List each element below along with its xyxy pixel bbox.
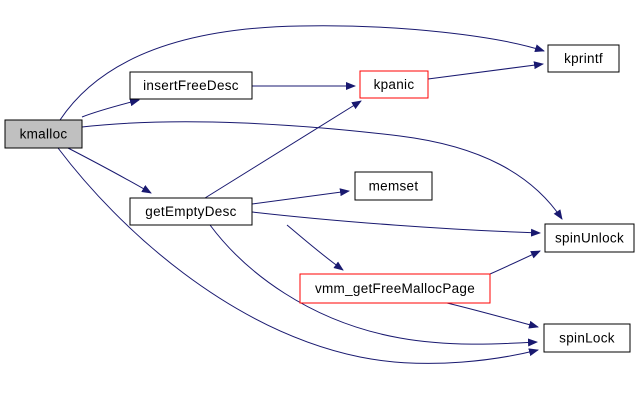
edge-getEmptyDesc-to-vmm_getFreeMallocPage bbox=[286, 224, 344, 271]
node-label-spinLock: spinLock bbox=[559, 331, 615, 346]
node-label-kmalloc: kmalloc bbox=[20, 127, 68, 142]
node-vmm_getFreeMallocPage[interactable]: vmm_getFreeMallocPage bbox=[299, 273, 491, 304]
node-spinUnlock[interactable]: spinUnlock bbox=[544, 223, 635, 253]
node-kmalloc: kmalloc bbox=[4, 119, 83, 149]
node-box-kprintf[interactable] bbox=[547, 44, 620, 73]
node-spinLock[interactable]: spinLock bbox=[543, 323, 631, 353]
node-box-spinUnlock[interactable] bbox=[544, 223, 635, 253]
node-label-memset: memset bbox=[369, 179, 419, 194]
edge-kpanic-to-kprintf bbox=[427, 61, 544, 80]
node-memset[interactable]: memset bbox=[354, 171, 433, 201]
node-kprintf[interactable]: kprintf bbox=[547, 44, 620, 73]
edge-kmalloc-to-spinUnlock bbox=[81, 121, 563, 220]
edge-kmalloc-to-insertFreeDesc bbox=[81, 98, 140, 118]
edge-getEmptyDesc-to-spinUnlock bbox=[251, 211, 541, 237]
edge-kmalloc-to-kprintf bbox=[59, 25, 545, 121]
node-box-spinLock[interactable] bbox=[543, 323, 631, 353]
node-box-insertFreeDesc[interactable] bbox=[129, 71, 253, 100]
edge-vmm_getFreeMallocPage-to-spinLock bbox=[446, 302, 539, 329]
node-box-getEmptyDesc[interactable] bbox=[129, 197, 253, 226]
node-label-kprintf: kprintf bbox=[564, 51, 603, 66]
node-insertFreeDesc[interactable]: insertFreeDesc bbox=[129, 71, 253, 100]
edge-kmalloc-to-getEmptyDesc bbox=[67, 147, 152, 194]
edge-getEmptyDesc-to-memset bbox=[251, 188, 350, 205]
edge-kmalloc-to-spinLock bbox=[57, 147, 539, 364]
node-kpanic[interactable]: kpanic bbox=[359, 70, 429, 99]
node-box-kpanic[interactable] bbox=[359, 70, 429, 99]
edge-getEmptyDesc-to-spinLock bbox=[209, 224, 538, 347]
edge-getEmptyDesc-to-kpanic bbox=[204, 100, 362, 199]
node-box-kmalloc bbox=[4, 119, 83, 149]
node-label-getEmptyDesc: getEmptyDesc bbox=[145, 204, 236, 219]
node-label-insertFreeDesc: insertFreeDesc bbox=[143, 78, 239, 93]
node-label-vmm_getFreeMallocPage: vmm_getFreeMallocPage bbox=[315, 281, 475, 296]
node-label-spinUnlock: spinUnlock bbox=[555, 231, 624, 246]
node-box-vmm_getFreeMallocPage[interactable] bbox=[299, 273, 491, 304]
node-getEmptyDesc[interactable]: getEmptyDesc bbox=[129, 197, 253, 226]
edge-vmm_getFreeMallocPage-to-spinUnlock bbox=[489, 250, 541, 275]
node-box-memset[interactable] bbox=[354, 171, 433, 201]
node-label-kpanic: kpanic bbox=[374, 77, 415, 92]
